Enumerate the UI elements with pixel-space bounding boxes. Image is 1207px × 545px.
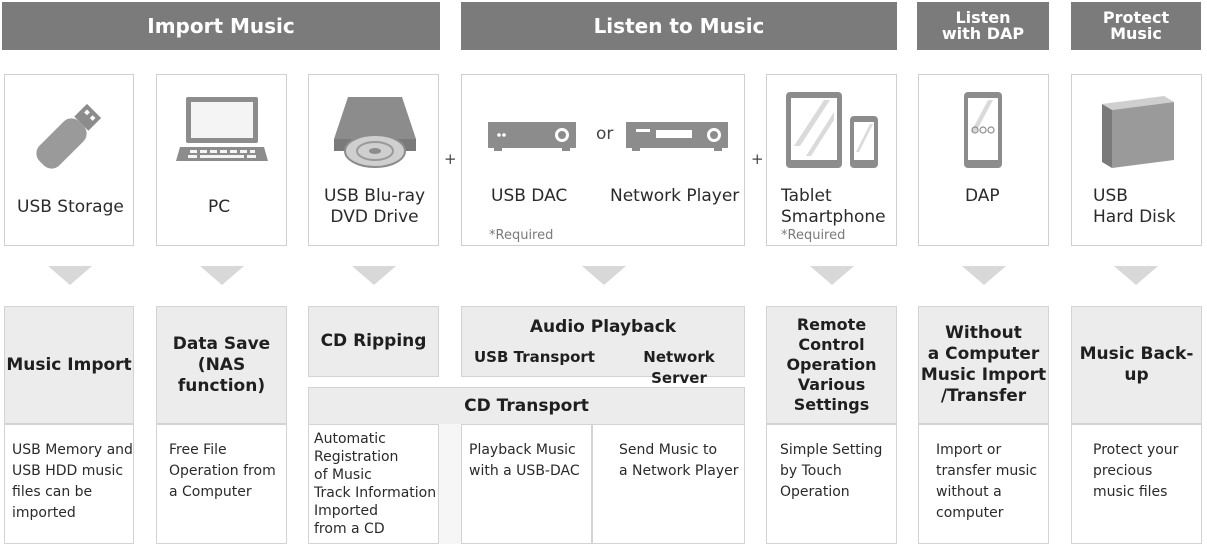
down-arrow <box>810 266 854 285</box>
down-arrow <box>48 266 92 285</box>
function-remote-control: Remote Control Operation Various Setting… <box>766 306 897 424</box>
function-without-computer: Without a Computer Music Import /Transfe… <box>918 306 1049 424</box>
function-music-import: Music Import <box>4 306 134 424</box>
down-arrow <box>200 266 244 285</box>
hard-disk-icon <box>1102 96 1174 168</box>
device-label-usb-storage: USB Storage <box>17 197 124 217</box>
desc-without-computer: Import or transfer music without a compu… <box>936 442 1038 521</box>
function-cd-ripping: CD Ripping <box>308 306 439 377</box>
required-note-listen: *Required <box>489 228 554 243</box>
down-arrow <box>352 266 396 285</box>
divider <box>439 424 461 544</box>
header-listen-to-music: Listen to Music <box>461 2 897 50</box>
device-label-dap: DAP <box>965 186 1000 206</box>
plus-sign: + <box>751 150 764 168</box>
function-cd-transport: CD Transport <box>308 387 745 425</box>
device-label-network-player: Network Player <box>610 186 740 206</box>
desc-box-cd-ripping <box>308 424 439 544</box>
down-arrow <box>962 266 1006 285</box>
down-arrow <box>582 266 626 285</box>
device-card-listen <box>461 74 745 246</box>
desc-box-usb-transport <box>461 424 592 544</box>
desc-usb-transport: Playback Music with a USB-DAC <box>469 442 580 479</box>
desc-cd-ripping: Automatic Registration of Music Track In… <box>314 431 437 537</box>
desc-box-music-import <box>4 424 134 544</box>
desc-network-server: Send Music to a Network Player <box>619 442 739 479</box>
desc-box-backup <box>1071 424 1202 544</box>
header-listen-with-dap: Listen with DAP <box>917 2 1049 50</box>
desc-music-import: USB Memory and USB HDD music files can b… <box>12 442 133 521</box>
disc-drive-icon <box>334 97 416 168</box>
header-protect-music: Protect Music <box>1071 2 1201 50</box>
network-player-icon <box>626 122 728 151</box>
usb-dac-icon <box>488 122 576 151</box>
function-audio-playback: Audio Playback USB Transport Network Ser… <box>461 306 745 387</box>
function-music-backup: Music Back-up <box>1071 306 1202 424</box>
header-import-music: Import Music <box>2 2 440 50</box>
desc-box-without-computer <box>918 424 1049 544</box>
desc-box-network-server <box>592 424 745 544</box>
audio-playback-title: Audio Playback <box>529 317 677 337</box>
down-arrow <box>1114 266 1158 285</box>
usb-stick-icon <box>36 103 102 169</box>
laptop-icon <box>176 97 268 161</box>
desc-box-remote-control <box>766 424 897 544</box>
desc-backup: Protect your precious music files <box>1093 442 1179 500</box>
tablet-smartphone-icon <box>786 92 878 168</box>
required-note-tablet: *Required <box>781 228 846 243</box>
network-server-label: Network Server <box>643 348 715 387</box>
desc-remote-control: Simple Setting by Touch Operation <box>780 442 883 500</box>
desc-data-save: Free File Operation from a Computer <box>169 442 276 500</box>
device-label-pc: PC <box>208 197 231 217</box>
plus-sign: + <box>444 150 457 168</box>
device-label-usb-dac: USB DAC <box>491 186 568 206</box>
device-label-hdd: USB Hard Disk <box>1093 186 1176 227</box>
device-label-bluray: USB Blu-ray DVD Drive <box>324 186 426 227</box>
dap-player-icon <box>964 92 1002 168</box>
function-data-save: Data Save (NAS function) <box>156 306 287 424</box>
usb-transport-label: USB Transport <box>474 348 595 366</box>
desc-box-data-save <box>156 424 287 544</box>
device-label-tablet: Tablet Smartphone <box>781 186 886 227</box>
device-card-usb-storage <box>4 74 134 246</box>
or-label: or <box>596 124 614 144</box>
